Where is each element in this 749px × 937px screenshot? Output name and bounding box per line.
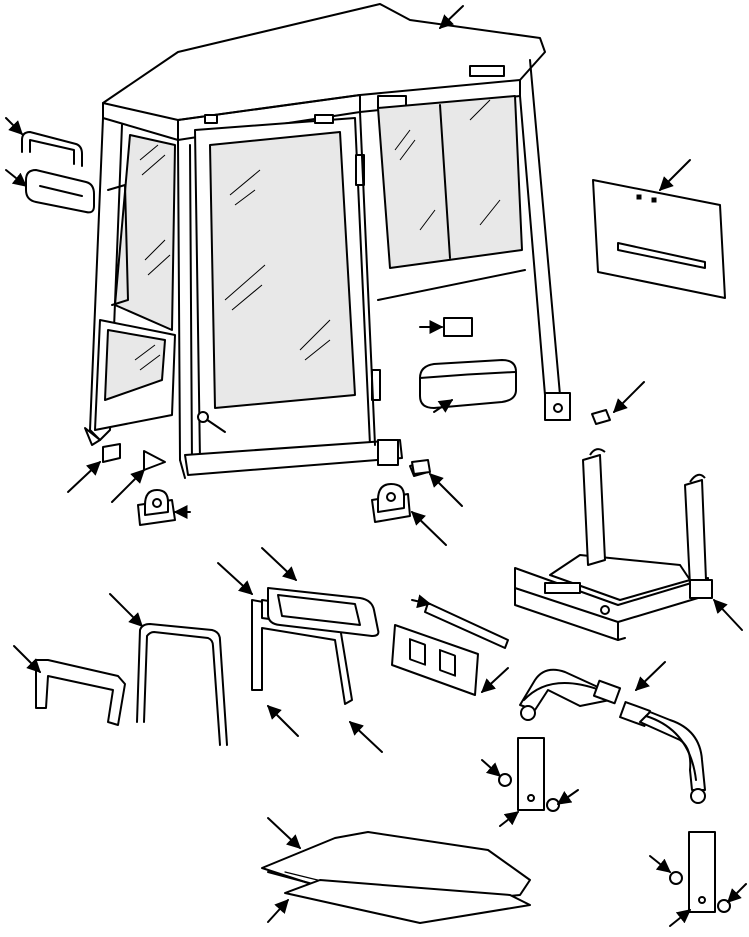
side-bracket <box>35 659 126 726</box>
floor-plate <box>284 879 531 924</box>
arrow-plate-bar <box>411 594 432 609</box>
belt-anchor-right <box>669 831 731 913</box>
arrow-u-frame <box>109 593 143 627</box>
arrow-control-plate <box>480 667 509 693</box>
arrow-rear-panel <box>659 159 691 191</box>
seat-frame <box>514 448 713 641</box>
seal-gasket <box>267 587 380 637</box>
grab-handle <box>21 131 83 167</box>
arrow-floor-mat <box>267 817 302 849</box>
arrow-nut-d <box>727 883 747 903</box>
arrow-stop-bumper <box>613 381 645 413</box>
plate-bar <box>424 602 509 649</box>
arrow-anchor-left <box>499 811 520 827</box>
arrow-console-pin-right <box>348 721 383 753</box>
mounting-bracket-left <box>137 489 176 526</box>
armrest-pad <box>419 359 517 409</box>
arrow-bushing <box>429 473 463 507</box>
arrow-seat-frame <box>713 598 743 631</box>
handle-cover <box>25 169 95 214</box>
pad-plate <box>443 317 473 337</box>
arrow-seal-gasket <box>261 547 298 581</box>
arrow-armrest-pad <box>433 399 454 413</box>
bushing-right <box>411 459 431 475</box>
u-frame <box>136 623 228 746</box>
arrow-nut-a <box>481 759 502 777</box>
arrow-handle-cover <box>5 169 28 187</box>
arrow-roof <box>438 5 464 29</box>
arrow-nut-b <box>556 789 579 805</box>
rear-panel <box>592 179 726 299</box>
wedge-block <box>102 443 121 463</box>
arrow-wedge-block <box>67 461 102 493</box>
arrow-grab-handle <box>5 117 23 135</box>
stop-bumper <box>409 409 611 477</box>
arrow-anchor-right <box>669 909 692 927</box>
arrow-floor-plate <box>267 898 289 923</box>
triangle-block <box>143 450 166 471</box>
belt-anchor-left <box>498 737 560 812</box>
arrow-console-pin-left <box>267 705 299 737</box>
callout-arrows <box>5 5 747 927</box>
arrow-nut-c <box>649 855 672 873</box>
arrow-bracket-right <box>410 511 447 546</box>
control-plate <box>391 624 479 696</box>
mounting-bracket-right <box>371 483 411 523</box>
arrow-side-bracket <box>13 645 41 673</box>
seat-belt-strap <box>519 668 706 804</box>
arrow-console-frame <box>217 562 254 595</box>
arrow-triangle-block <box>111 469 145 503</box>
cab-frame <box>84 3 571 479</box>
arrow-seat-belt <box>634 661 666 691</box>
